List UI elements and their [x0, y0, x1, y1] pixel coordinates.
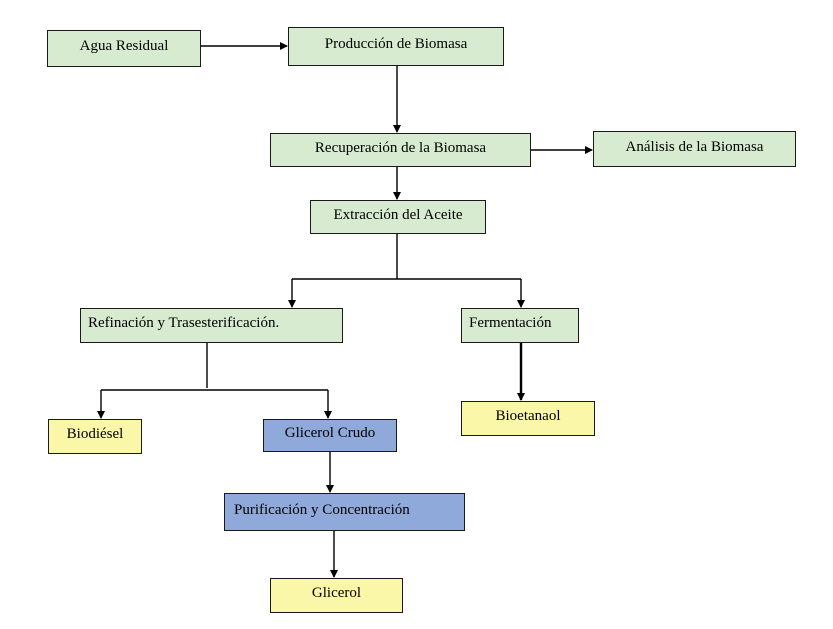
node-refinacion-trasesterificacion: Refinación y Trasesterificación. [80, 308, 343, 343]
node-fermentacion: Fermentación [461, 308, 579, 343]
node-recuperacion-biomasa: Recuperación de la Biomasa [270, 133, 531, 167]
node-glicerol-crudo: Glicerol Crudo [263, 419, 397, 452]
node-agua-residual: Agua Residual [47, 30, 201, 67]
node-produccion-biomasa: Producción de Biomasa [288, 27, 504, 66]
node-purificacion-concentracion: Purificación y Concentración [224, 493, 465, 531]
node-glicerol: Glicerol [270, 578, 403, 613]
node-bioetanaol: Bioetanaol [461, 401, 595, 436]
node-biodiesel: Biodiésel [48, 419, 142, 454]
node-analisis-biomasa: Análisis de la Biomasa [593, 131, 796, 167]
node-extraccion-aceite: Extracción del Aceite [310, 200, 486, 234]
